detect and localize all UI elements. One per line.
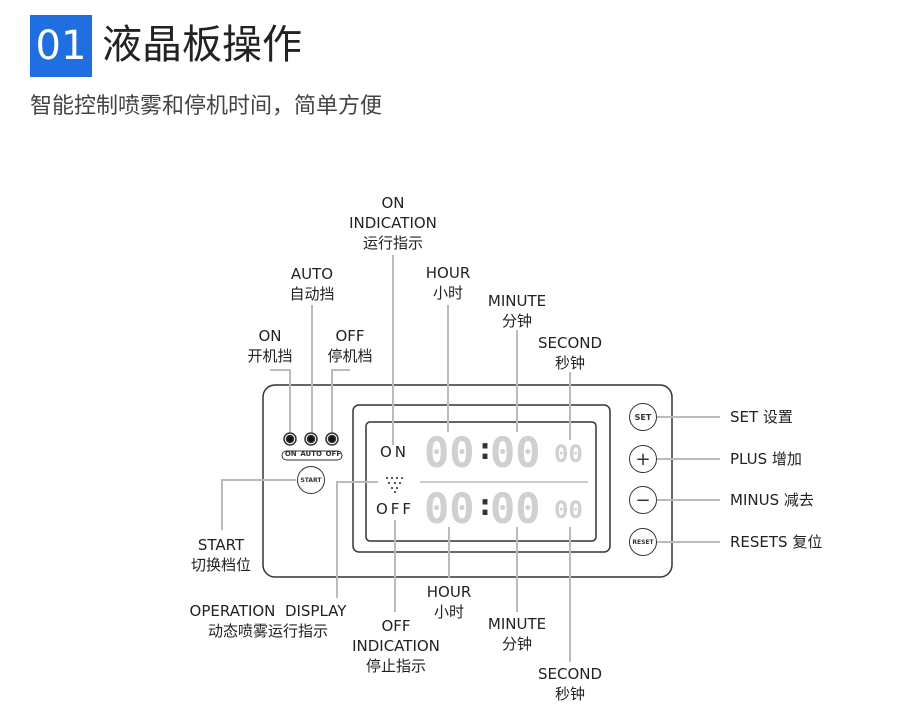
on-seconds: 00 — [554, 440, 583, 468]
callout-off: OFF 停机档 — [327, 326, 372, 366]
label-line: 开机挡 — [247, 347, 293, 365]
label-line: 小时 — [433, 603, 464, 621]
label-line: HOUR — [425, 264, 471, 282]
callout-second-top: SECOND 秒钟 — [538, 333, 602, 373]
label-line: 分钟 — [501, 312, 532, 330]
label-line: INDICATION — [349, 214, 437, 232]
colon: : — [476, 432, 495, 467]
callout-minute-top: MINUTE 分钟 — [488, 291, 546, 331]
minus-button[interactable]: − — [629, 486, 657, 514]
plus-button[interactable]: + — [629, 445, 657, 473]
off-hours: 00 — [424, 484, 475, 533]
off-minutes: 00 — [490, 484, 541, 533]
label-line: ON — [381, 194, 405, 212]
label-line: 停机档 — [327, 347, 373, 365]
page-title: 液晶板操作 — [102, 22, 302, 68]
callout-second-bottom: SECOND 秒钟 — [538, 664, 602, 704]
callout-off-indication: OFF INDICATION 停止指示 — [352, 616, 440, 676]
set-button[interactable]: SET — [629, 403, 657, 431]
callout-plus: PLUS 增加 — [730, 450, 802, 468]
callout-on: ON 开机挡 — [247, 326, 292, 366]
label-line: INDICATION — [352, 637, 440, 655]
callout-minus: MINUS 减去 — [730, 491, 814, 509]
on-hours: 00 — [424, 428, 475, 477]
callout-start: START 切换档位 — [191, 535, 251, 575]
section-number-badge: 01 — [30, 15, 92, 77]
off-seconds: 00 — [554, 496, 583, 524]
callout-hour-bottom: HOUR 小时 — [427, 582, 472, 622]
label-line: HOUR — [426, 583, 472, 601]
page-subtitle: 智能控制喷雾和停机时间，简单方便 — [30, 94, 383, 119]
callout-hour-top: HOUR 小时 — [426, 263, 471, 303]
label-line: 分钟 — [501, 635, 532, 653]
start-button[interactable]: START — [297, 466, 325, 494]
label-line: OFF — [381, 617, 411, 635]
label-line: 动态喷雾运行指示 — [207, 622, 328, 640]
label-line: OPERATION DISPLAY — [189, 602, 347, 620]
callout-reset: RESETS 复位 — [730, 533, 823, 551]
label-line: SECOND — [537, 334, 603, 352]
led-label-on: ON — [284, 450, 297, 458]
callout-minute-bottom: MINUTE 分钟 — [488, 614, 546, 654]
callout-auto: AUTO 自动挡 — [289, 264, 334, 304]
label-line: OFF — [335, 327, 365, 345]
spray-icon — [386, 477, 403, 493]
label-line: MINUTE — [487, 292, 547, 310]
on-minutes: 00 — [490, 428, 541, 477]
lcd-off-indicator: OFF — [376, 500, 415, 518]
lcd-on-indicator: ON — [380, 443, 410, 461]
lcd-frame — [352, 404, 611, 553]
reset-button[interactable]: RESET — [629, 528, 657, 556]
callout-set: SET 设置 — [730, 408, 793, 426]
label-line: 秒钟 — [554, 354, 585, 372]
label-line: 自动挡 — [289, 285, 335, 303]
callout-operation-display: OPERATION DISPLAY 动态喷雾运行指示 — [190, 601, 347, 641]
label-line: ON — [258, 327, 282, 345]
label-line: START — [197, 536, 245, 554]
label-line: 切换档位 — [190, 556, 252, 574]
label-line: 秒钟 — [554, 685, 585, 703]
colon: : — [476, 488, 495, 523]
label-line: 运行指示 — [362, 234, 423, 252]
led-label-auto: AUTO — [300, 450, 322, 458]
callout-on-indication: ON INDICATION 运行指示 — [349, 193, 437, 253]
label-line: MINUTE — [487, 615, 547, 633]
led-label-off: OFF — [325, 450, 342, 458]
label-line: 停止指示 — [365, 657, 426, 675]
label-line: AUTO — [290, 265, 334, 283]
label-line: 小时 — [432, 284, 463, 302]
label-line: SECOND — [537, 665, 603, 683]
